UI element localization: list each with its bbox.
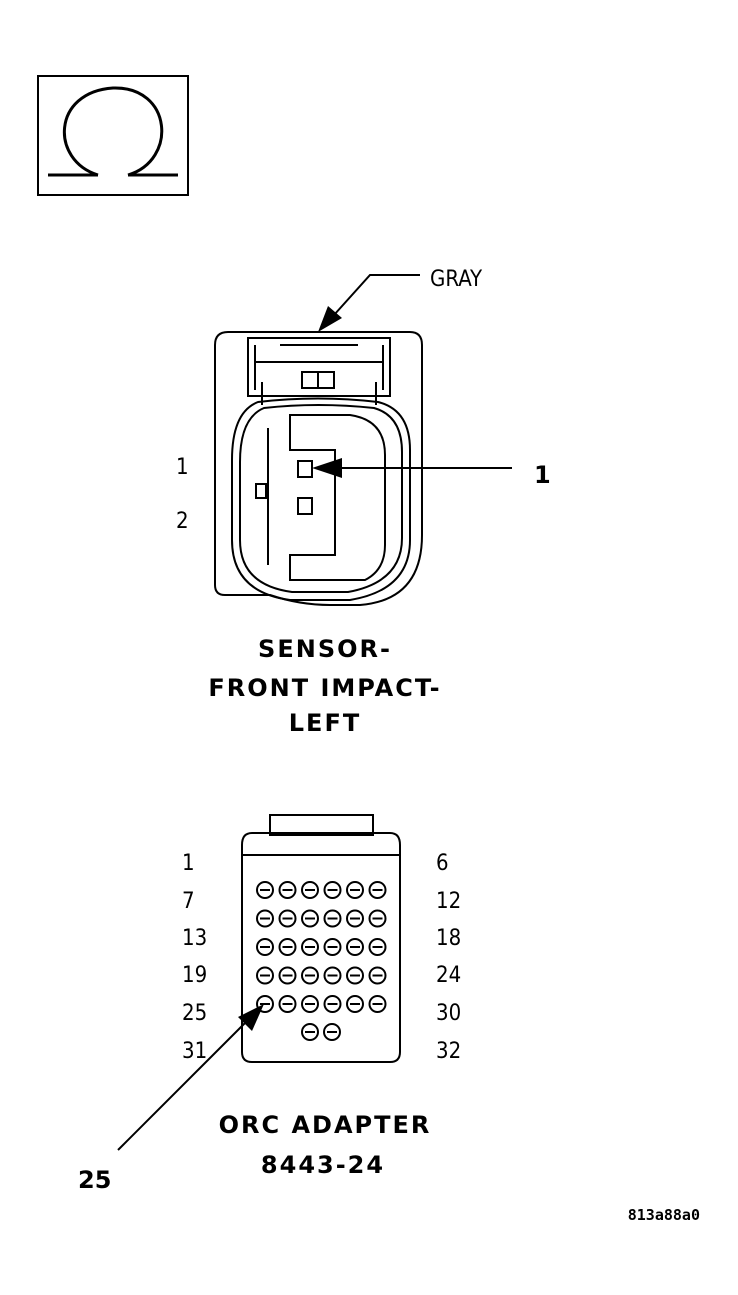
adapter-pin (368, 938, 387, 956)
sensor-title-line-1: SENSOR- (258, 635, 392, 663)
adapter-pin (323, 909, 342, 928)
adapter-pin (256, 995, 274, 1013)
sensor-callout-label: 1 (534, 461, 551, 489)
pin-25-callout-arrow (117, 1004, 264, 1151)
adapter-pin (346, 938, 364, 956)
adapter-right-pin: 30 (436, 1001, 461, 1026)
sensor-pin-1: 1 (176, 455, 189, 480)
adapter-pin (256, 909, 274, 928)
adapter-pin (256, 881, 274, 899)
adapter-pin (346, 966, 364, 985)
adapter-pin (368, 909, 387, 928)
adapter-pin (278, 909, 297, 928)
adapter-pin (346, 909, 364, 928)
adapter-right-pin-labels: 6 12 18 24 30 32 (436, 851, 461, 1064)
adapter-pin (368, 881, 387, 899)
adapter-pin (323, 1023, 341, 1041)
adapter-pin (301, 995, 319, 1013)
adapter-pin (368, 966, 387, 985)
adapter-left-pin: 25 (182, 1001, 207, 1026)
adapter-pin (323, 995, 342, 1013)
adapter-pin (346, 881, 364, 899)
adapter-title-line-2: 8443-24 (261, 1151, 385, 1179)
adapter-pin (278, 966, 297, 985)
adapter-pin (323, 938, 342, 956)
adapter-pin-grid (256, 881, 387, 1041)
adapter-right-pin: 18 (436, 926, 461, 951)
orc-adapter-connector (241, 814, 401, 1063)
adapter-pin (256, 966, 274, 985)
wire-color-callout: GRAY (318, 267, 483, 332)
figure-code: 813a88a0 (628, 1206, 700, 1224)
adapter-pin (278, 938, 297, 956)
adapter-pin (301, 1023, 319, 1041)
adapter-right-pin: 12 (436, 889, 461, 914)
sensor-title-line-2: FRONT IMPACT- (208, 674, 441, 702)
adapter-pin (278, 881, 297, 899)
adapter-left-pin: 7 (182, 889, 195, 914)
adapter-pin (278, 995, 297, 1013)
adapter-pin (301, 881, 319, 899)
adapter-left-pin: 19 (182, 963, 207, 988)
adapter-pin (323, 881, 342, 899)
adapter-pin (301, 966, 319, 985)
adapter-title-line-1: ORC ADAPTER (219, 1111, 432, 1139)
adapter-right-pin: 24 (436, 963, 461, 988)
adapter-pin (323, 966, 342, 985)
adapter-left-pin: 1 (182, 851, 195, 876)
adapter-left-pin: 31 (182, 1039, 207, 1064)
adapter-pin (368, 995, 387, 1013)
ohm-icon (37, 75, 189, 196)
adapter-pin (301, 909, 319, 928)
sensor-pin-2: 2 (176, 509, 189, 534)
adapter-callout-label: 25 (78, 1166, 111, 1194)
sensor-title-line-3: LEFT (289, 709, 361, 737)
adapter-left-pin: 13 (182, 926, 207, 951)
wire-color-label: GRAY (430, 267, 483, 292)
adapter-right-pin: 32 (436, 1039, 461, 1064)
adapter-right-pin: 6 (436, 851, 449, 876)
adapter-left-pin-labels: 1 7 13 19 25 31 (182, 851, 207, 1064)
adapter-pin (346, 995, 364, 1013)
adapter-pin (256, 938, 274, 956)
sensor-connector (214, 331, 423, 606)
pin-1-callout-arrow (312, 458, 512, 478)
adapter-pin (301, 938, 319, 956)
